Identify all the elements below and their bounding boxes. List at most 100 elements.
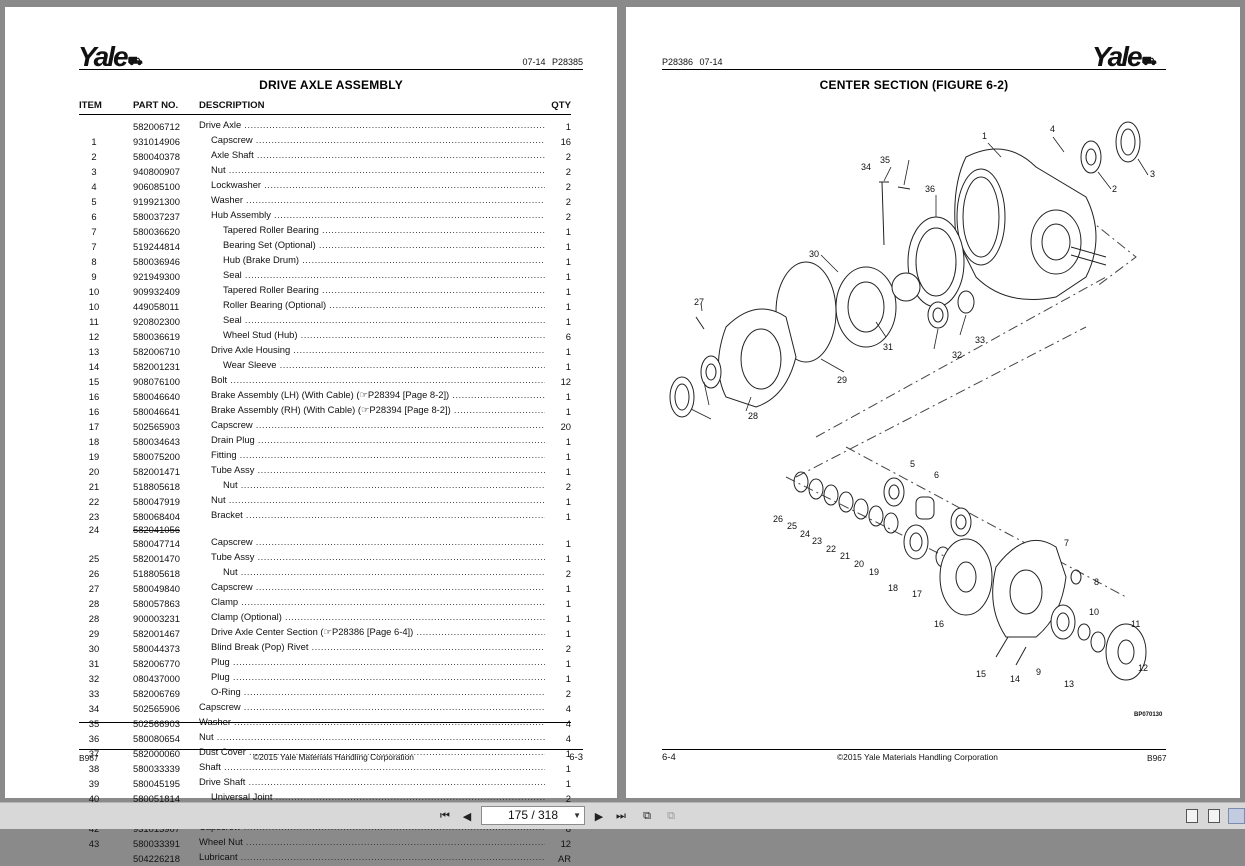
cell-qty: 1 xyxy=(551,776,571,791)
cell-description: Clamp ..................................… xyxy=(199,596,551,611)
leader-dots: ........................................… xyxy=(253,419,545,430)
description-text: Capscrew xyxy=(211,536,253,547)
description-text: Wear Sleeve xyxy=(223,359,277,370)
description-text: Bracket xyxy=(211,509,243,520)
leader-dots: ........................................… xyxy=(242,314,545,325)
col-qty-header: QTY xyxy=(551,100,571,115)
cell-qty: 20 xyxy=(551,419,571,434)
cell-description: Hub Assembly ...........................… xyxy=(199,209,551,224)
cell-qty: 16 xyxy=(551,134,571,149)
description-text: Wheel Stud (Hub) xyxy=(223,329,298,340)
cell-description: Hub (Brake Drum) .......................… xyxy=(199,254,551,269)
cell-item: 27 xyxy=(79,581,133,596)
cell-part-number: 449058011 xyxy=(133,299,199,314)
header-rule xyxy=(662,69,1166,70)
cell-description: Tapered Roller Bearing .................… xyxy=(199,284,551,299)
leader-dots: ........................................… xyxy=(241,686,545,697)
callout-28: 28 xyxy=(748,411,758,421)
prev-page-button[interactable]: ◀ xyxy=(459,808,475,824)
cell-item: 21 xyxy=(79,479,133,494)
description-text: Shaft xyxy=(199,761,221,772)
cell-item: 35 xyxy=(79,716,133,731)
cell-description: Drive Shaft ............................… xyxy=(199,776,551,791)
cell-description: Drain Plug .............................… xyxy=(199,434,551,449)
exploded-parts-diagram: 1 2 3 4 5 6 7 8 9 10 11 12 13 14 15 16 1… xyxy=(666,97,1186,737)
cell-qty: 2 xyxy=(551,479,571,494)
cell-qty: 1 xyxy=(551,404,571,419)
cell-qty: 1 xyxy=(551,761,571,776)
cell-item: 7 xyxy=(79,224,133,239)
cell-item: 17 xyxy=(79,419,133,434)
cell-qty: 1 xyxy=(551,551,571,566)
cell-qty: 1 xyxy=(551,656,571,671)
first-page-button[interactable]: ⏮ xyxy=(437,808,453,824)
description-text: Nut xyxy=(223,479,238,490)
leader-dots: ........................................… xyxy=(277,359,546,370)
cell-item: 43 xyxy=(79,836,133,851)
cell-qty: 2 xyxy=(551,209,571,224)
page-number-select[interactable]: 175 / 318 ▼ xyxy=(481,806,585,825)
callout-26: 26 xyxy=(773,514,783,524)
callout-29: 29 xyxy=(837,375,847,385)
cell-part-number: 582006769 xyxy=(133,686,199,701)
cell-qty: 2 xyxy=(551,686,571,701)
callout-22: 22 xyxy=(826,544,836,554)
leader-dots: ........................................… xyxy=(254,149,545,160)
cell-part-number: 580075200 xyxy=(133,449,199,464)
continuous-view-icon[interactable] xyxy=(1208,809,1220,823)
next-page-button[interactable]: ▶ xyxy=(591,808,607,824)
cell-part-number: 580047919 xyxy=(133,494,199,509)
two-page-view-icon[interactable] xyxy=(1228,808,1245,824)
cell-qty: 1 xyxy=(551,115,571,135)
callout-9: 9 xyxy=(1036,667,1041,677)
leader-dots: ........................................… xyxy=(272,791,545,802)
leader-dots: ........................................… xyxy=(243,509,545,520)
cell-description: Capscrew ...............................… xyxy=(199,581,551,596)
cell-part-number: 580037237 xyxy=(133,209,199,224)
cell-part-number: 580036620 xyxy=(133,224,199,239)
cell-part-number: 580045195 xyxy=(133,776,199,791)
cell-part-number: 580068404 xyxy=(133,509,199,524)
fit-page-button[interactable]: ⧉ xyxy=(663,808,679,824)
cell-item: 30 xyxy=(79,641,133,656)
cell-part-number: 580080654 xyxy=(133,731,199,746)
cell-part-number: 580036619 xyxy=(133,329,199,344)
fit-width-button[interactable]: ⧉ xyxy=(639,808,655,824)
single-page-view-icon[interactable] xyxy=(1186,809,1198,823)
last-page-button[interactable]: ⏭ xyxy=(613,808,629,824)
footer-rule xyxy=(79,749,583,750)
cell-qty: 1 xyxy=(551,254,571,269)
cell-part-number: 909932409 xyxy=(133,284,199,299)
footer-copyright: ©2015 Yale Materials Handling Corporatio… xyxy=(837,752,998,762)
description-text: Capscrew xyxy=(211,581,253,592)
cell-part-number: 582006770 xyxy=(133,656,199,671)
cell-description: Plug ...................................… xyxy=(199,656,551,671)
figure-id: BP070130 xyxy=(1134,712,1163,718)
cell-part-number: 580044373 xyxy=(133,641,199,656)
cell-item: 16 xyxy=(79,389,133,404)
cell-qty: 1 xyxy=(551,359,571,374)
cell-qty xyxy=(551,524,571,536)
cell-description: Blind Break (Pop) Rivet ................… xyxy=(199,641,551,656)
cell-description xyxy=(199,524,551,536)
leader-dots: ........................................… xyxy=(226,494,545,505)
callout-20: 20 xyxy=(854,559,864,569)
leader-dots: ........................................… xyxy=(238,566,545,577)
cell-description: Brake Assembly (LH) (With Cable) (☞P2839… xyxy=(199,389,551,404)
leader-dots: ........................................… xyxy=(241,701,545,712)
cell-item xyxy=(79,536,133,551)
